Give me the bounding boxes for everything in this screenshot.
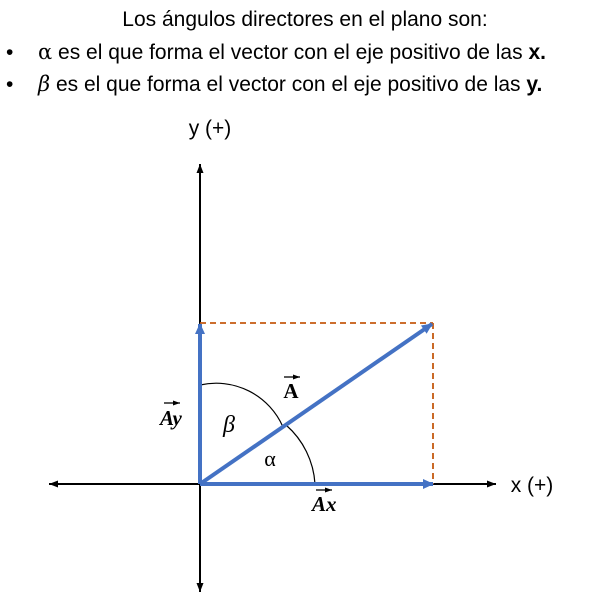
vector-ax-label: Ax [310, 492, 337, 516]
bullet-beta-text: es el que forma el vector con el eje pos… [50, 73, 527, 96]
bullet-alpha: • α es el que forma el vector con el eje … [6, 40, 546, 65]
alpha-arc [285, 424, 316, 485]
bullet-alpha-bold: x. [528, 41, 546, 64]
vector-a [198, 322, 434, 486]
bullet-marker: • [6, 41, 14, 64]
vector-a-label: A [283, 379, 299, 403]
bullet-marker: • [6, 73, 14, 96]
alpha-label: α [264, 446, 276, 471]
heading-title: Los ángulos directores en el plano son: [122, 8, 488, 31]
vector-ay-label: Ay [158, 406, 182, 430]
x-axis-label: x (+) [511, 474, 554, 497]
beta-label: β [222, 412, 235, 438]
y-axis-label: y (+) [189, 117, 232, 140]
bullet-beta: • β es el que forma el vector con el eje … [6, 72, 542, 97]
beta-arc [199, 382, 284, 428]
bullet-alpha-text: es el que forma el vector con el eje pos… [52, 41, 529, 64]
alpha-symbol: α [38, 40, 53, 64]
bullet-beta-bold: y. [526, 73, 543, 96]
beta-symbol: β [38, 72, 51, 96]
